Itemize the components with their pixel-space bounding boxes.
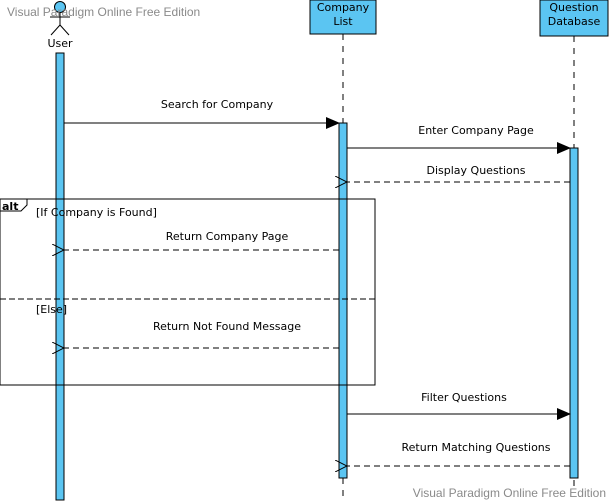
- message-label: Return Company Page: [166, 230, 289, 243]
- alt-guard-else: [Else]: [36, 303, 67, 316]
- message-label: Search for Company: [161, 98, 274, 111]
- company-list-label-line1: Company: [317, 1, 370, 14]
- alt-fragment-operator: alt: [2, 200, 18, 213]
- question-database-label-line1: Question: [549, 1, 598, 14]
- message-filter-questions: Filter Questions: [347, 391, 571, 420]
- message-display-questions: Display Questions: [347, 164, 570, 182]
- company-list-label-line2: List: [333, 15, 353, 28]
- actor-user-icon: [50, 1, 70, 36]
- message-label: Return Not Found Message: [153, 320, 301, 333]
- message-search-for-company: Search for Company: [64, 98, 340, 129]
- participant-question-database: Question Database: [539, 0, 609, 37]
- watermark-bottom: Visual Paradigm Online Free Edition: [412, 486, 606, 500]
- alt-fragment: alt [If Company is Found] [Else]: [0, 198, 376, 386]
- message-label: Display Questions: [427, 164, 526, 177]
- watermark-top: Visual Paradigm Online Free Edition: [7, 5, 201, 19]
- message-label: Enter Company Page: [418, 124, 534, 137]
- message-label: Filter Questions: [421, 391, 507, 404]
- message-return-matching-questions: Return Matching Questions: [347, 441, 570, 466]
- question-database-label-line2: Database: [548, 15, 601, 28]
- actor-user: User: [47, 1, 73, 50]
- message-return-not-found: Return Not Found Message: [64, 320, 339, 348]
- actor-user-label: User: [47, 37, 73, 50]
- alt-guard-if: [If Company is Found]: [36, 206, 157, 219]
- activation-bar-company-list: [338, 122, 348, 479]
- activation-bar-user: [55, 52, 65, 501]
- participant-company-list: Company List: [309, 0, 377, 35]
- message-enter-company-page: Enter Company Page: [347, 124, 571, 154]
- message-label: Return Matching Questions: [402, 441, 551, 454]
- message-return-company-page: Return Company Page: [64, 230, 339, 250]
- activation-bar-question-database: [569, 147, 579, 479]
